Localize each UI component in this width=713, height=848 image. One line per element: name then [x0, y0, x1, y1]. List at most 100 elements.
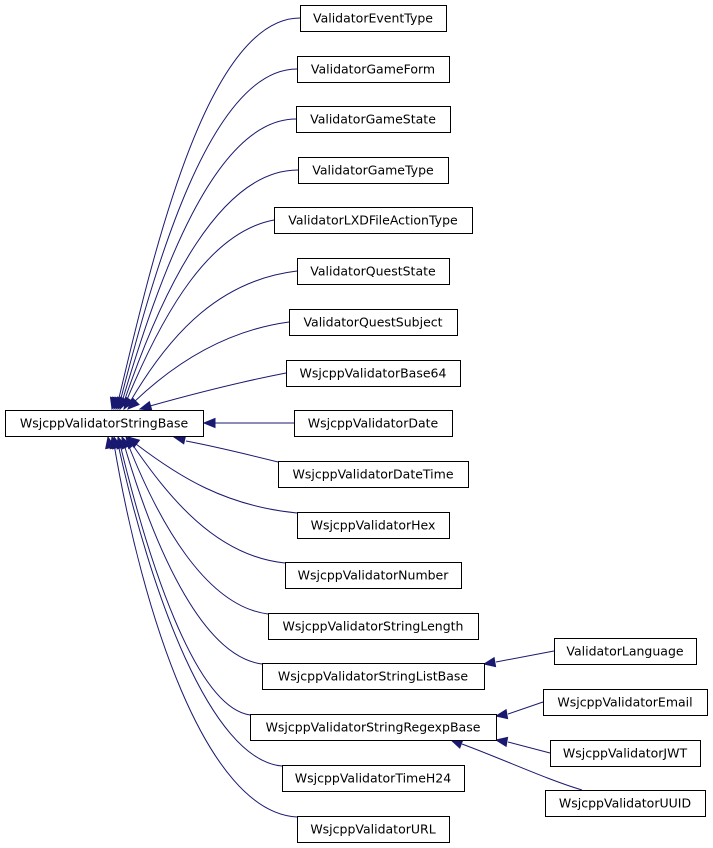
class-node-wsjcpp-validator-number[interactable]: WsjcppValidatorNumber: [285, 562, 462, 589]
edge-line: [123, 169, 299, 403]
class-node-validator-game-type[interactable]: ValidatorGameType: [298, 157, 449, 184]
inheritance-edge-wsjcpp-validator-number: [125, 435, 286, 564]
node-box: [289, 309, 458, 336]
inheritance-edge-wsjcpp-validator-string-length: [121, 435, 269, 615]
node-box: [262, 663, 485, 690]
class-node-wsjcpp-validator-date[interactable]: WsjcppValidatorDate: [294, 410, 453, 437]
edge-line: [131, 443, 286, 564]
edge-line: [117, 17, 301, 403]
node-box: [278, 461, 469, 488]
edge-line: [133, 321, 290, 403]
edge-line: [123, 443, 263, 665]
node-box: [298, 157, 449, 184]
inheritance-edge-wsjcpp-validator-base64: [138, 372, 287, 411]
class-node-validator-game-form[interactable]: ValidatorGameForm: [297, 56, 450, 83]
node-box: [545, 790, 706, 817]
class-node-wsjcpp-validator-hex[interactable]: WsjcppValidatorHex: [297, 512, 450, 539]
inheritance-edge-wsjcpp-validator-string-regexp-base: [112, 435, 251, 716]
inheritance-edge-validator-event-type: [109, 17, 301, 411]
node-label: WsjcppValidatorJWT: [563, 746, 688, 761]
node-label: WsjcppValidatorUUID: [559, 796, 691, 811]
edge-line: [119, 68, 298, 403]
node-label: ValidatorQuestState: [310, 264, 436, 279]
edge-line: [113, 443, 298, 818]
edge-line: [119, 443, 251, 716]
node-label: WsjcppValidatorStringLength: [283, 619, 464, 634]
node-label: ValidatorLanguage: [566, 644, 683, 659]
class-node-wsjcpp-validator-string-regexp-base[interactable]: WsjcppValidatorStringRegexpBase: [250, 714, 497, 741]
edge-line: [117, 443, 283, 767]
edge-line: [149, 372, 287, 407]
class-node-wsjcpp-validator-string-base[interactable]: WsjcppValidatorStringBase: [5, 410, 204, 437]
edge-line: [135, 443, 298, 514]
node-label: ValidatorLXDFileActionType: [288, 213, 458, 228]
inheritance-edge-validator-quest-subject: [127, 321, 290, 410]
class-node-wsjcpp-validator-uuid[interactable]: WsjcppValidatorUUID: [545, 790, 706, 817]
node-box: [554, 638, 697, 665]
inheritance-edge-wsjcpp-validator-url: [105, 435, 298, 818]
edge-line: [121, 118, 297, 403]
node-box: [285, 562, 462, 589]
node-box: [282, 765, 465, 792]
inheritance-edge-validator-game-type: [117, 169, 299, 411]
edge-line: [125, 219, 275, 403]
class-node-wsjcpp-validator-string-length[interactable]: WsjcppValidatorStringLength: [268, 613, 479, 640]
class-node-validator-event-type[interactable]: ValidatorEventType: [300, 5, 447, 32]
edge-line: [461, 743, 583, 791]
node-box: [297, 56, 450, 83]
node-box: [297, 512, 450, 539]
arrowhead-icon: [127, 397, 140, 410]
inheritance-edge-validator-language: [482, 650, 555, 668]
node-label: WsjcppValidatorTimeH24: [295, 771, 451, 786]
inheritance-edge-wsjcpp-validator-date-time: [172, 434, 279, 463]
edge-line: [127, 443, 269, 615]
class-node-validator-quest-subject[interactable]: ValidatorQuestSubject: [289, 309, 458, 336]
inheritance-edge-wsjcpp-validator-jwt: [494, 736, 551, 754]
node-label: WsjcppValidatorStringRegexpBase: [266, 720, 481, 735]
class-node-wsjcpp-validator-base64[interactable]: WsjcppValidatorBase64: [286, 360, 461, 387]
arrowhead-icon: [482, 656, 497, 668]
edge-line: [507, 701, 544, 715]
inheritance-edge-wsjcpp-validator-date: [202, 417, 294, 429]
class-node-wsjcpp-validator-time-h24[interactable]: WsjcppValidatorTimeH24: [282, 765, 465, 792]
node-label: WsjcppValidatorURL: [310, 822, 435, 837]
node-label: WsjcppValidatorBase64: [300, 366, 447, 381]
node-box: [300, 5, 447, 32]
arrowhead-icon: [494, 708, 509, 720]
arrowhead-icon: [494, 736, 509, 748]
edge-line: [129, 270, 298, 403]
inheritance-edge-wsjcpp-validator-email: [494, 701, 544, 720]
class-node-wsjcpp-validator-jwt[interactable]: WsjcppValidatorJWT: [550, 740, 701, 767]
node-box: [296, 106, 451, 133]
arrowhead-icon: [138, 400, 153, 411]
class-node-validator-game-state[interactable]: ValidatorGameState: [296, 106, 451, 133]
class-node-wsjcpp-validator-url[interactable]: WsjcppValidatorURL: [297, 816, 450, 843]
class-node-validator-lxd-file-action-type[interactable]: ValidatorLXDFileActionType: [274, 207, 473, 234]
node-label: ValidatorGameType: [312, 163, 434, 178]
class-node-wsjcpp-validator-string-list-base[interactable]: WsjcppValidatorStringListBase: [262, 663, 485, 690]
node-label: ValidatorGameForm: [311, 62, 435, 77]
node-label: WsjcppValidatorNumber: [298, 568, 450, 583]
class-node-wsjcpp-validator-date-time[interactable]: WsjcppValidatorDateTime: [278, 461, 469, 488]
arrowhead-icon: [202, 417, 216, 429]
node-box: [268, 613, 479, 640]
edge-line: [495, 650, 555, 663]
node-box: [297, 258, 450, 285]
arrowhead-icon: [123, 396, 135, 411]
class-node-validator-language[interactable]: ValidatorLanguage: [554, 638, 697, 665]
edges-layer: [105, 17, 583, 818]
node-box: [286, 360, 461, 387]
node-label: WsjcppValidatorHex: [311, 518, 436, 533]
node-label: WsjcppValidatorEmail: [557, 695, 692, 710]
node-label: ValidatorEventType: [313, 11, 433, 26]
class-node-wsjcpp-validator-email[interactable]: WsjcppValidatorEmail: [543, 689, 708, 716]
node-box: [274, 207, 473, 234]
node-box: [294, 410, 453, 437]
node-box: [250, 714, 497, 741]
node-label: WsjcppValidatorDateTime: [292, 467, 453, 482]
class-node-validator-quest-state[interactable]: ValidatorQuestState: [297, 258, 450, 285]
arrowhead-icon: [105, 435, 116, 450]
node-box: [297, 816, 450, 843]
